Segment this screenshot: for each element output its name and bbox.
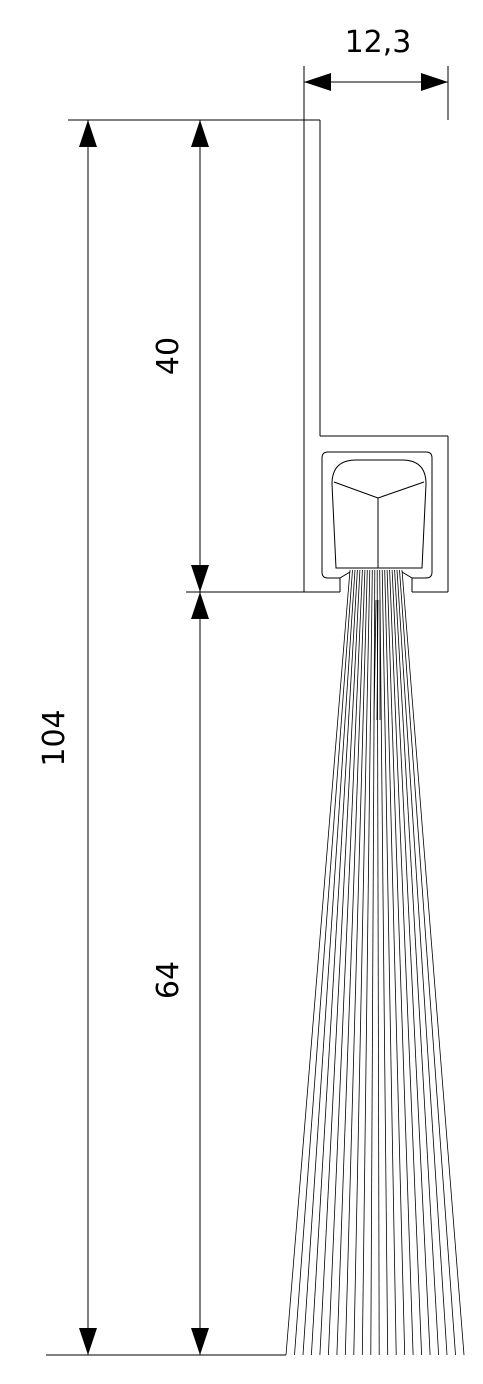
total-height-arrow-top — [79, 120, 97, 147]
width-dimension-label: 12,3 — [345, 25, 412, 60]
bristle — [399, 569, 456, 1356]
profile-height-dimension: 40 — [151, 120, 209, 592]
profile-height-arrow-top — [191, 120, 209, 147]
channel-opening-left — [339, 571, 351, 579]
brush-holder-outline — [331, 459, 427, 569]
bristle-core — [373, 599, 377, 721]
bristle — [386, 569, 414, 1356]
bristle — [285, 569, 351, 1356]
bristle — [319, 569, 361, 1356]
brush-length-dimension: 64 — [151, 592, 209, 1355]
bristle — [389, 569, 422, 1356]
profile-channel — [321, 451, 433, 579]
brush-holder-right-facet — [377, 481, 425, 499]
bristle — [353, 569, 371, 1356]
total-height-arrow-bottom — [79, 1328, 97, 1355]
bristle — [294, 569, 353, 1356]
bristle-core — [376, 599, 379, 721]
width-dimension: 12,3 — [303, 25, 449, 120]
bristle — [391, 569, 431, 1356]
bristle — [384, 569, 406, 1356]
bristle — [336, 569, 366, 1356]
brush-length-arrow-bottom — [191, 1328, 209, 1355]
brush-length-label: 64 — [151, 961, 186, 999]
bristle — [302, 569, 356, 1356]
width-arrow-left — [304, 73, 331, 91]
profile-height-arrow-bottom — [191, 565, 209, 592]
brush-bristles — [285, 569, 465, 1356]
total-height-label: 104 — [37, 709, 72, 766]
brush-holder-left-facet — [333, 481, 379, 499]
bristle — [361, 569, 373, 1356]
width-arrow-right — [421, 73, 448, 91]
brush-holder — [331, 459, 427, 569]
profile-height-label: 40 — [151, 337, 186, 375]
bristle — [394, 569, 439, 1356]
channel-opening-right — [401, 571, 413, 579]
profile-outline — [303, 119, 449, 593]
bristle — [396, 569, 448, 1356]
bristle — [381, 569, 397, 1356]
bristle — [311, 569, 358, 1356]
bristle — [328, 569, 363, 1356]
bristle — [379, 569, 389, 1356]
brush-length-arrow-top — [191, 592, 209, 619]
bristle — [401, 569, 465, 1356]
total-height-dimension: 104 — [37, 120, 97, 1355]
bristle — [344, 569, 368, 1356]
